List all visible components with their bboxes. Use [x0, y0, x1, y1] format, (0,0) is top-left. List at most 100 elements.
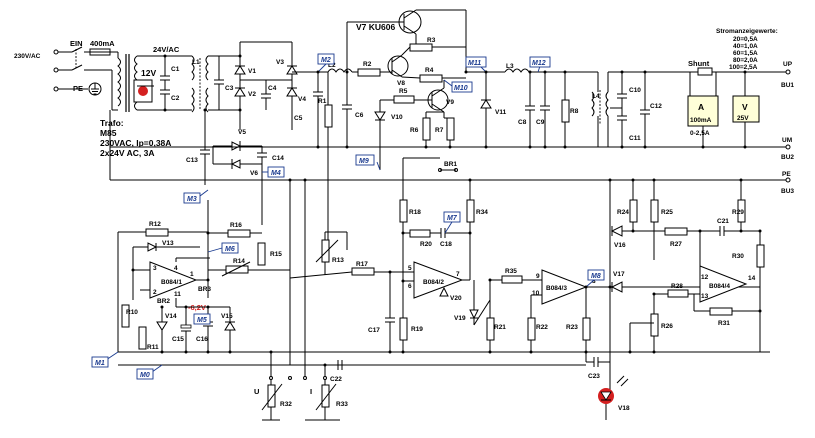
r24-label: R24: [617, 209, 629, 216]
opamp-b084-1: [149, 261, 198, 299]
diode-v16: [610, 225, 623, 237]
choke-l1: L1 C3: [191, 55, 240, 113]
fuse-label: 400mA: [90, 39, 115, 48]
opamp3-pin9: 9: [536, 273, 540, 280]
v9-label: V9: [446, 99, 454, 106]
measurement-section: Stromanzeigewerte: 20=0,5A 40=1,0A 60=1,…: [109, 28, 794, 195]
v15-label: V15: [221, 313, 233, 320]
r34-label: R34: [476, 209, 488, 216]
c1-label: C1: [171, 66, 180, 73]
mains-input: 230V/AC EIN 400mA PE: [14, 39, 119, 111]
resistor-r25: [650, 199, 659, 223]
potentiometer-r13: [321, 239, 330, 263]
v16-label: V16: [614, 242, 626, 249]
diode-v5: [231, 141, 242, 151]
r20-label: R20: [420, 241, 432, 248]
c15-label: C15: [172, 336, 184, 343]
opamp1-pin1: 1: [190, 271, 194, 278]
c8-label: C8: [518, 119, 527, 126]
diode-v1: [234, 65, 246, 75]
ammeter-range: 100mA: [690, 117, 712, 124]
v6-label: V6: [250, 170, 258, 177]
diode-v4: [286, 87, 298, 97]
v17-label: V17: [613, 271, 625, 278]
resistor-r3: [409, 43, 433, 52]
resistor-r24: [629, 199, 638, 223]
r6-label: R6: [410, 127, 419, 134]
diode-v19: [469, 309, 479, 320]
c5-label: C5: [294, 115, 303, 122]
r11-label: R11: [147, 344, 159, 351]
c12-label: C12: [650, 103, 662, 110]
r3-label: R3: [427, 37, 436, 44]
ammeter-symbol: A: [698, 102, 704, 112]
opamp4-pin12: 12: [701, 274, 709, 281]
c18-label: C18: [440, 241, 452, 248]
opamp3-pin10: 10: [532, 290, 540, 297]
resistor-r15: [257, 242, 266, 266]
resistor-r5: [393, 95, 415, 104]
r13-label: R13: [332, 257, 344, 264]
v5-label: V5: [238, 129, 246, 136]
v1-label: V1: [248, 68, 256, 75]
c14-label: C14: [272, 155, 284, 162]
transistor-v8: [387, 55, 409, 77]
opamp1-pin4: 4: [174, 265, 178, 272]
diode-v14: [156, 321, 168, 331]
resistor-r34: [466, 199, 475, 223]
v20-label: V20: [450, 295, 462, 302]
r23-label: R23: [566, 324, 578, 331]
aux-voltage-label: 12V: [141, 68, 156, 78]
r7-label: R7: [435, 127, 444, 134]
trafo-info-1: M85: [100, 128, 117, 138]
v10-label: V10: [391, 114, 403, 121]
v11-label: V11: [495, 109, 507, 116]
r32-label: R32: [280, 401, 292, 408]
br1-label: BR1: [444, 161, 457, 168]
r15-label: R15: [270, 251, 282, 258]
resistor-r17: [351, 267, 375, 276]
r27-label: R27: [670, 241, 682, 248]
opamp-b084-4: [699, 265, 748, 303]
diode-v3: [286, 65, 298, 75]
opamp4-pin14: 14: [748, 275, 756, 282]
current-row-3: 80=2,0A: [733, 57, 758, 64]
marker-m12: M12: [532, 60, 546, 67]
c6-label: C6: [355, 112, 364, 119]
trafo-info-3: 2x24V AC, 3A: [100, 148, 155, 158]
resistor-r19: [399, 317, 408, 341]
mains-voltage-label: 230V/AC: [14, 53, 41, 60]
c4-label: C4: [268, 85, 277, 92]
r8-label: R8: [570, 108, 579, 115]
opamp1-pin2: 2: [153, 289, 157, 296]
out-bu2-label: BU2: [781, 154, 794, 161]
c11-label: C11: [629, 135, 641, 142]
resistor-r7: [446, 117, 455, 141]
l4-label: L4: [592, 93, 600, 100]
ammeter-scale: 0-2,5A: [690, 130, 710, 137]
l1-label: L1: [192, 59, 200, 66]
current-row-1: 40=1,0A: [733, 43, 758, 50]
v4-label: V4: [298, 96, 306, 103]
opamp3-pin8: 8: [592, 278, 596, 285]
opamp4-label: B084/4: [709, 283, 730, 290]
pot-u-label: U: [254, 387, 259, 396]
opamp2-pin5: 5: [408, 265, 412, 272]
resistor-r18: [399, 199, 408, 223]
r19-label: R19: [411, 326, 423, 333]
out-pe-label: PE: [782, 171, 791, 178]
resistor-r4: [419, 74, 443, 83]
r18-label: R18: [409, 209, 421, 216]
resistor-r35: [501, 275, 523, 284]
l3-label: L3: [506, 63, 514, 70]
resistor-r20: [409, 229, 431, 238]
r35-label: R35: [505, 268, 517, 275]
junctions: [131, 70, 762, 367]
current-row-2: 60=1,5A: [733, 50, 758, 57]
opamp1-label: B084/1: [161, 279, 182, 286]
trafo-info-2: 230VAC, Ip=0,38A: [100, 138, 171, 148]
v18-label: V18: [618, 405, 630, 412]
r22-label: R22: [536, 324, 548, 331]
resistor-r30: [756, 244, 765, 268]
r16-label: R16: [230, 222, 242, 229]
